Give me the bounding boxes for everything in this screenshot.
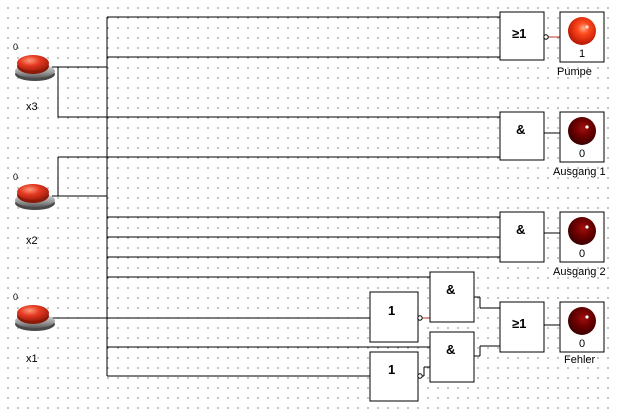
lamp-ausgang1-value: 0 <box>579 148 585 160</box>
gate-and-lower[interactable]: & <box>429 331 475 383</box>
gate-and-upper-symbol: & <box>446 282 455 297</box>
gate-and-upper[interactable]: & <box>429 271 475 323</box>
lamp-ausgang1[interactable]: 0 Ausgang 1 <box>553 111 606 178</box>
lamp-pumpe[interactable]: 1 Pumpe <box>557 11 605 78</box>
gate-not-lower-symbol: 1 <box>388 362 395 377</box>
gate-or-fehler[interactable]: ≥1 <box>499 301 545 353</box>
lamp-on-icon <box>568 17 596 45</box>
gate-or-pumpe[interactable]: ≥1 <box>499 11 549 61</box>
switch-x2-value: 0 <box>13 172 18 182</box>
switch-x1[interactable]: 0 x1 <box>13 292 55 365</box>
lamp-pumpe-label: Pumpe <box>557 66 592 78</box>
gate-and-ausgang1-symbol: & <box>516 122 525 137</box>
gate-or-pumpe-symbol: ≥1 <box>512 26 526 41</box>
gate-not-upper-symbol: 1 <box>388 303 395 318</box>
push-button-icon[interactable] <box>15 55 55 81</box>
lamp-off-icon <box>568 117 596 145</box>
gate-or-fehler-symbol: ≥1 <box>512 316 526 331</box>
gate-not-lower[interactable]: 1 <box>369 351 423 402</box>
lamp-off-icon <box>568 217 596 245</box>
lamp-off-icon <box>568 307 596 335</box>
lamp-ausgang1-label: Ausgang 1 <box>553 166 606 178</box>
switch-x1-value: 0 <box>13 292 18 302</box>
lamp-ausgang2-value: 0 <box>579 248 585 260</box>
inverter-bubble <box>417 315 423 321</box>
gate-not-upper[interactable]: 1 <box>369 291 423 343</box>
push-button-icon[interactable] <box>15 305 55 331</box>
lamp-fehler-label: Fehler <box>564 354 596 366</box>
gate-and-ausgang2[interactable]: & <box>499 211 545 263</box>
wires <box>52 16 560 377</box>
gate-and-ausgang1[interactable]: & <box>499 111 545 161</box>
lamp-pumpe-value: 1 <box>579 48 585 60</box>
push-button-icon[interactable] <box>15 184 55 210</box>
switch-x2[interactable]: 0 x2 <box>13 172 55 247</box>
switch-x3[interactable]: 0 x3 <box>13 42 55 113</box>
lamp-fehler[interactable]: 0 Fehler <box>559 301 605 366</box>
lamp-fehler-value: 0 <box>579 338 585 350</box>
switch-x3-label: x3 <box>26 101 38 113</box>
inverter-bubble <box>543 34 549 40</box>
switch-x2-label: x2 <box>26 235 38 247</box>
lamp-ausgang2-label: Ausgang 2 <box>553 266 606 278</box>
switch-x1-label: x1 <box>26 353 38 365</box>
gate-and-ausgang2-symbol: & <box>516 222 525 237</box>
gate-and-lower-symbol: & <box>446 342 455 357</box>
inverter-bubble <box>417 373 423 379</box>
switch-x3-value: 0 <box>13 42 18 52</box>
lamp-ausgang2[interactable]: 0 Ausgang 2 <box>553 211 606 278</box>
